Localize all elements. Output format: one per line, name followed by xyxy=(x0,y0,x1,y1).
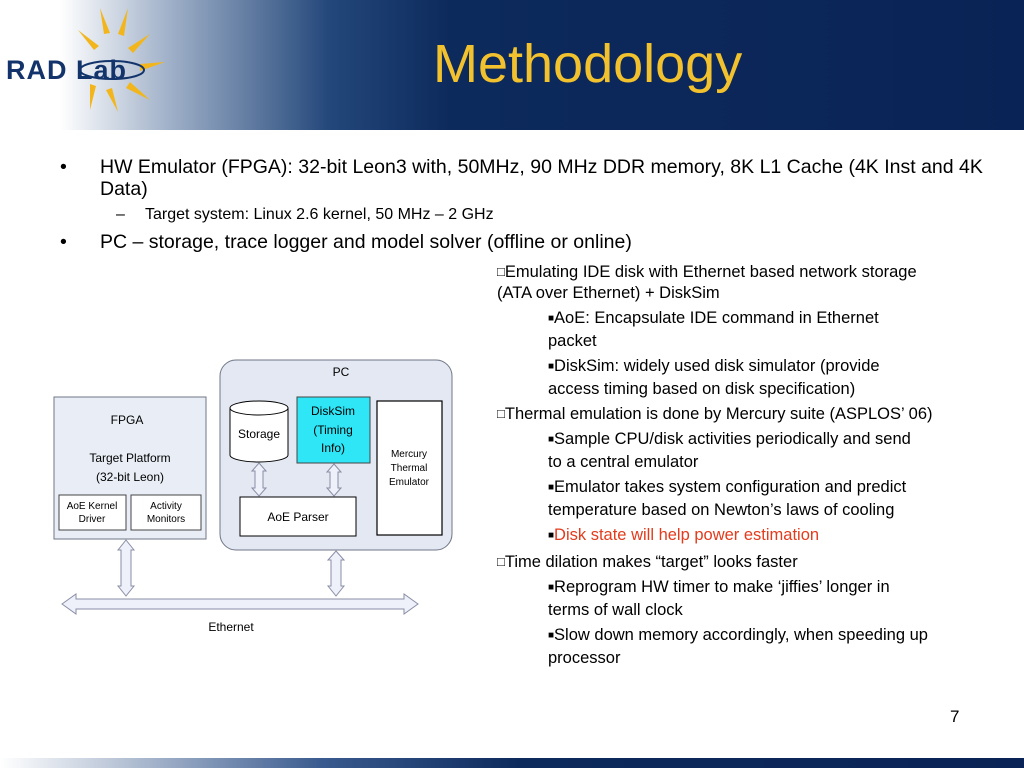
note-aoe: ■AoE: Encapsulate IDE command in Etherne… xyxy=(497,308,929,352)
hollow-square-icon: □ xyxy=(497,264,505,279)
aoe-kernel-line1: AoE Kernel xyxy=(67,501,118,512)
solid-square-icon: ■ xyxy=(548,530,555,541)
hollow-square-icon: □ xyxy=(497,554,505,569)
pc-ethernet-arrow xyxy=(326,550,346,597)
note-disksim: ■DiskSim: widely used disk simulator (pr… xyxy=(497,356,929,400)
bullet-list: • HW Emulator (FPGA): 32-bit Leon3 with,… xyxy=(58,156,988,253)
note-sample-cpu: ■Sample CPU/disk activities periodically… xyxy=(497,429,929,473)
page-number: 7 xyxy=(950,707,960,726)
note-text: Reprogram HW timer to make ‘jiffies’ lon… xyxy=(548,578,890,619)
note-disk-state: ■Disk state will help power estimation xyxy=(497,525,929,548)
storage-parser-arrow xyxy=(250,462,268,497)
solid-square-icon: ■ xyxy=(548,582,555,593)
bullet-item-hw-emulator: • HW Emulator (FPGA): 32-bit Leon3 with,… xyxy=(58,156,988,200)
note-thermal: □Thermal emulation is done by Mercury su… xyxy=(497,404,952,425)
hollow-square-icon: □ xyxy=(497,406,505,421)
bullet-text: HW Emulator (FPGA): 32-bit Leon3 with, 5… xyxy=(100,156,983,200)
note-text: Sample CPU/disk activities periodically … xyxy=(548,430,911,471)
bullet-dot: • xyxy=(60,156,67,178)
activity-monitors-box xyxy=(130,494,202,531)
footer-bar xyxy=(0,758,1024,768)
sub-bullet-text: Target system: Linux 2.6 kernel, 50 MHz … xyxy=(145,206,494,223)
target-platform-label: Target Platform xyxy=(89,451,170,465)
storage-cylinder-icon xyxy=(229,400,289,463)
aoe-kernel-driver-box xyxy=(58,494,127,531)
sub-bullet-dash: – xyxy=(116,206,125,223)
note-text: Emulator takes system configuration and … xyxy=(548,478,907,519)
disksim-parser-arrow xyxy=(325,463,343,497)
note-slow-memory: ■Slow down memory accordingly, when spee… xyxy=(497,625,929,669)
aoe-parser-label: AoE Parser xyxy=(267,510,328,524)
note-text: AoE: Encapsulate IDE command in Ethernet… xyxy=(548,309,879,350)
mercury-line1: Mercury xyxy=(391,449,427,460)
note-emulating-ide: □Emulating IDE disk with Ethernet based … xyxy=(497,262,952,304)
mercury-line2: Thermal xyxy=(391,463,428,474)
note-text: DiskSim: widely used disk simulator (pro… xyxy=(548,357,880,398)
note-time-dilation: □Time dilation makes “target” looks fast… xyxy=(497,552,952,573)
storage-label: Storage xyxy=(238,427,280,441)
notes-column: □Emulating IDE disk with Ethernet based … xyxy=(497,262,952,673)
logo-text: RAD Lab xyxy=(6,55,127,85)
ethernet-label: Ethernet xyxy=(208,620,254,634)
note-emulator-config: ■Emulator takes system configuration and… xyxy=(497,477,929,521)
slide-header: RAD Lab Methodology xyxy=(0,0,1024,130)
pc-label: PC xyxy=(333,365,350,379)
sub-bullet-target-system: – Target system: Linux 2.6 kernel, 50 MH… xyxy=(58,204,988,226)
note-text: Slow down memory accordingly, when speed… xyxy=(548,626,928,667)
mercury-emulator-box xyxy=(376,400,443,536)
disksim-box xyxy=(296,396,371,464)
note-text: Emulating IDE disk with Ethernet based n… xyxy=(497,263,917,302)
activity-line2: Monitors xyxy=(147,514,185,525)
page-title: Methodology xyxy=(433,34,743,94)
fpga-label: FPGA xyxy=(111,413,144,427)
mercury-line3: Emulator xyxy=(389,477,430,488)
solid-square-icon: ■ xyxy=(548,361,555,372)
solid-square-icon: ■ xyxy=(548,434,555,445)
solid-square-icon: ■ xyxy=(548,630,555,641)
aoe-kernel-line2: Driver xyxy=(79,514,106,525)
disksim-line2: (Timing xyxy=(313,423,353,437)
ethernet-bus-arrow xyxy=(61,593,419,615)
solid-square-icon: ■ xyxy=(548,482,555,493)
note-text-highlight: Disk state will help power estimation xyxy=(554,526,820,544)
bullet-text: PC – storage, trace logger and model sol… xyxy=(100,231,632,253)
bullet-item-pc: • PC – storage, trace logger and model s… xyxy=(58,231,988,253)
aoe-parser-box xyxy=(239,496,357,537)
bullet-dot: • xyxy=(60,231,67,253)
fpga-ethernet-arrow xyxy=(116,539,136,597)
solid-square-icon: ■ xyxy=(548,313,555,324)
disksim-line1: DiskSim xyxy=(311,404,355,418)
disksim-line3: Info) xyxy=(321,441,345,455)
note-text: Thermal emulation is done by Mercury sui… xyxy=(504,405,933,423)
rad-lab-logo: RAD Lab xyxy=(6,8,165,112)
note-reprogram-timer: ■Reprogram HW timer to make ‘jiffies’ lo… xyxy=(497,577,929,621)
target-cpu-label: (32-bit Leon) xyxy=(96,470,164,484)
activity-line1: Activity xyxy=(150,501,182,512)
note-text: Time dilation makes “target” looks faste… xyxy=(504,553,798,571)
